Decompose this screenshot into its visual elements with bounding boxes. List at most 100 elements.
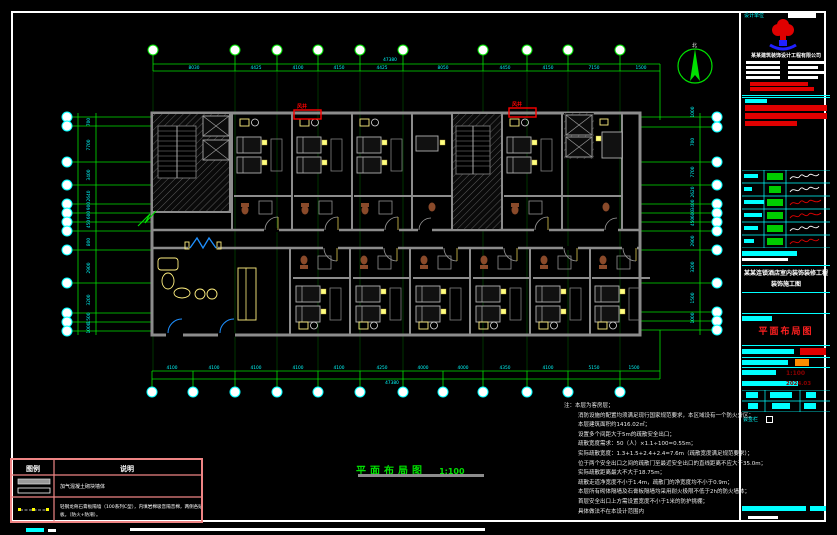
titleblock-divider [739,13,741,522]
red-bar [745,113,827,119]
svg-text:4100: 4100 [293,65,304,71]
svg-text:8030: 8030 [189,65,200,71]
svg-text:1000: 1000 [690,312,696,323]
svg-text:2620: 2620 [690,186,696,197]
cert-bar [746,66,780,69]
svg-text:7150: 7150 [589,65,600,71]
svg-text:1500: 1500 [636,65,647,71]
note-line: 疏散宽度需求：50（人）×1.1÷100=0.55m； [578,441,697,448]
note-line: 位于两个安全出口之间的疏散门至最近安全出口的直线距离不应大于35.0m； [578,460,767,467]
svg-text:北: 北 [692,42,697,49]
note-line: 实际疏散宽度：1.3+1.5+2.4+2.4=7.6m（疏散宽度满足规范要求）； [578,450,753,457]
red-bar [745,121,797,126]
svg-text:600: 600 [690,210,696,218]
note-line: 设置多个间距大于5m的疏散安全出口； [578,431,675,438]
svg-text:3200: 3200 [690,261,696,272]
svg-text:4000: 4000 [418,365,429,371]
design-unit-label: 设计单位 [744,13,765,19]
svg-text:4100: 4100 [293,365,304,371]
titleblock-rule [742,292,830,293]
svg-text:4425: 4425 [251,65,262,71]
cert-bar [746,76,780,79]
north-compass-icon: 北 [677,42,713,84]
cert-bar [788,71,824,74]
svg-text:4100: 4100 [334,365,345,371]
svg-text:7700: 7700 [690,166,696,177]
titleblock-rule [742,95,830,96]
legend-col-symbol: 图例 [26,464,40,473]
scale-value: 1:100 [786,370,806,377]
svg-text:4450: 4450 [500,65,511,71]
svg-text:1000: 1000 [86,322,92,333]
cert-bar [746,71,780,74]
cyan-bar [742,349,794,354]
dimension-chain-top: 8030 4425 4100 4150 4425 8050 4450 4150 … [147,44,661,120]
svg-text:4100: 4100 [543,365,554,371]
stair-core-left [151,112,231,213]
narrow-room [412,135,452,232]
svg-text:1000: 1000 [690,106,696,117]
red-bar [745,105,827,111]
white-bar [748,516,778,519]
svg-text:450: 450 [86,220,92,228]
date-value: 2024.03 [786,381,812,387]
legend-symbol-masonry [17,478,51,485]
titleblock-rule [742,313,830,314]
svg-text:700: 700 [690,138,696,146]
note-line: 消防设施的配置均须满足现行国家规范要求，本区域设有一个防火分区； [578,412,755,419]
svg-text:900: 900 [86,202,92,210]
legend-table: 图例 说明 加气混凝土砌块墙体 轻钢龙骨石膏板隔墙（100系列C型），内填岩棉吸… [10,458,222,523]
svg-text:700: 700 [86,118,92,126]
cert-bar [788,76,818,79]
note-line: 本层所有砌体隔墙及石膏板隔墙均采用耐火极限不低于2h的防火墙体； [578,489,750,496]
orange-chip [795,359,809,366]
titleblock-bar [788,11,816,18]
svg-text:1500: 1500 [86,312,92,323]
svg-text:600: 600 [86,211,92,219]
mini-table [742,390,830,412]
svg-text:5150: 5150 [589,365,600,371]
cyan-bar [810,506,826,511]
frame-extras [26,528,485,532]
svg-text:47380: 47380 [383,57,397,63]
svg-text:4425: 4425 [377,65,388,71]
svg-text:8050: 8050 [438,65,449,71]
sheet-border-frame [11,11,826,522]
legend-content: 图例 说明 加气混凝土砌块墙体 轻钢龙骨石膏板隔墙（100系列C型），内填岩棉吸… [12,460,222,521]
cyan-bar [742,360,788,365]
red-bar [750,82,808,86]
svg-text:3200: 3200 [86,294,92,305]
note-line: 疏散走道净宽度不小于1.4m，疏散门的净宽度均不小于0.9m； [578,479,733,486]
cyan-bar [742,316,772,321]
note-line: 首层安全出口上方需设置宽度不小于1米的防护挑棚； [578,498,709,505]
company-logo [769,19,797,51]
svg-text:4100: 4100 [251,365,262,371]
red-chip [800,348,826,355]
svg-text:风井: 风井 [297,103,307,110]
dimension-chain-right: 1000 700 7700 2620 3400 600 450 2900 320… [640,106,723,336]
svg-text:4100: 4100 [167,365,178,371]
svg-text:4150: 4150 [543,65,554,71]
note-line: 具体做法不在本设计范围内 [578,508,645,515]
svg-text:450: 450 [690,218,696,226]
svg-text:4150: 4150 [334,65,345,71]
svg-text:4350: 4350 [500,365,511,371]
cert-bar [746,61,780,64]
legend-symbol-masonry-outline [17,487,51,494]
red-bar [750,87,814,91]
shaft-markers: 风井 风井 [293,101,537,120]
legend-col-desc: 说明 [120,464,134,473]
svg-text:2640: 2640 [86,190,92,201]
plan-walls [150,111,642,337]
titleblock-rule [742,367,830,368]
lobby [137,210,257,337]
drawing-title-underline [358,474,484,477]
svg-text:4100: 4100 [209,365,220,371]
guest-rooms [233,113,651,330]
svg-text:4000: 4000 [458,365,469,371]
svg-text:风井: 风井 [512,101,522,108]
legend-row2-desc1: 轻钢龙骨石膏板隔墙（100系列C型），内填岩棉吸音隔音棉，两侧各贴双层石膏 [60,503,201,510]
svg-text:1500: 1500 [690,292,696,303]
